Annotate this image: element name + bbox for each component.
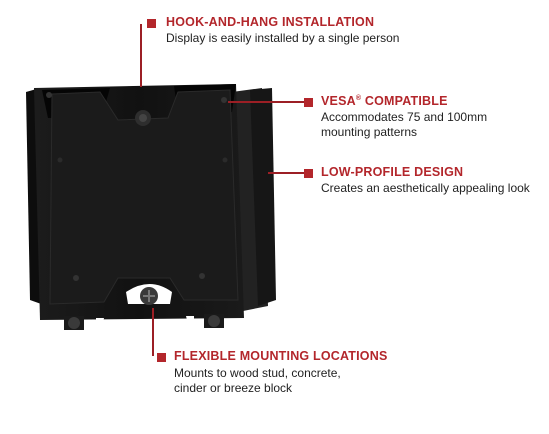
flexible-leader-line <box>152 308 154 356</box>
callout-title: FLEXIBLE MOUNTING LOCATIONS <box>174 349 388 363</box>
vesa-title-text: VESA <box>321 94 356 108</box>
vesa-leader-line <box>228 101 304 103</box>
registered-mark: ® <box>355 95 362 102</box>
callout-description-line2: mounting patterns <box>321 125 418 139</box>
callout-title: HOOK-AND-HANG INSTALLATION <box>166 15 375 29</box>
vesa-title-suffix: COMPATIBLE <box>361 94 448 108</box>
callout-marker <box>304 169 313 178</box>
callout-title: LOW-PROFILE DESIGN <box>321 165 464 179</box>
callout-title: VESA® COMPATIBLE <box>321 94 448 108</box>
profile-leader-line <box>268 172 304 174</box>
callout-marker <box>147 19 156 28</box>
callout-description-line2: cinder or breeze block <box>174 381 293 395</box>
callout-marker <box>157 353 166 362</box>
hook-leader-line <box>140 24 142 87</box>
callout-marker <box>304 98 313 107</box>
callout-description: Creates an aesthetically appealing look <box>321 181 530 195</box>
callout-description-line1: Accommodates 75 and 100mm <box>321 110 488 124</box>
callout-description: Display is easily installed by a single … <box>166 31 400 45</box>
callout-description-line1: Mounts to wood stud, concrete, <box>174 366 341 380</box>
